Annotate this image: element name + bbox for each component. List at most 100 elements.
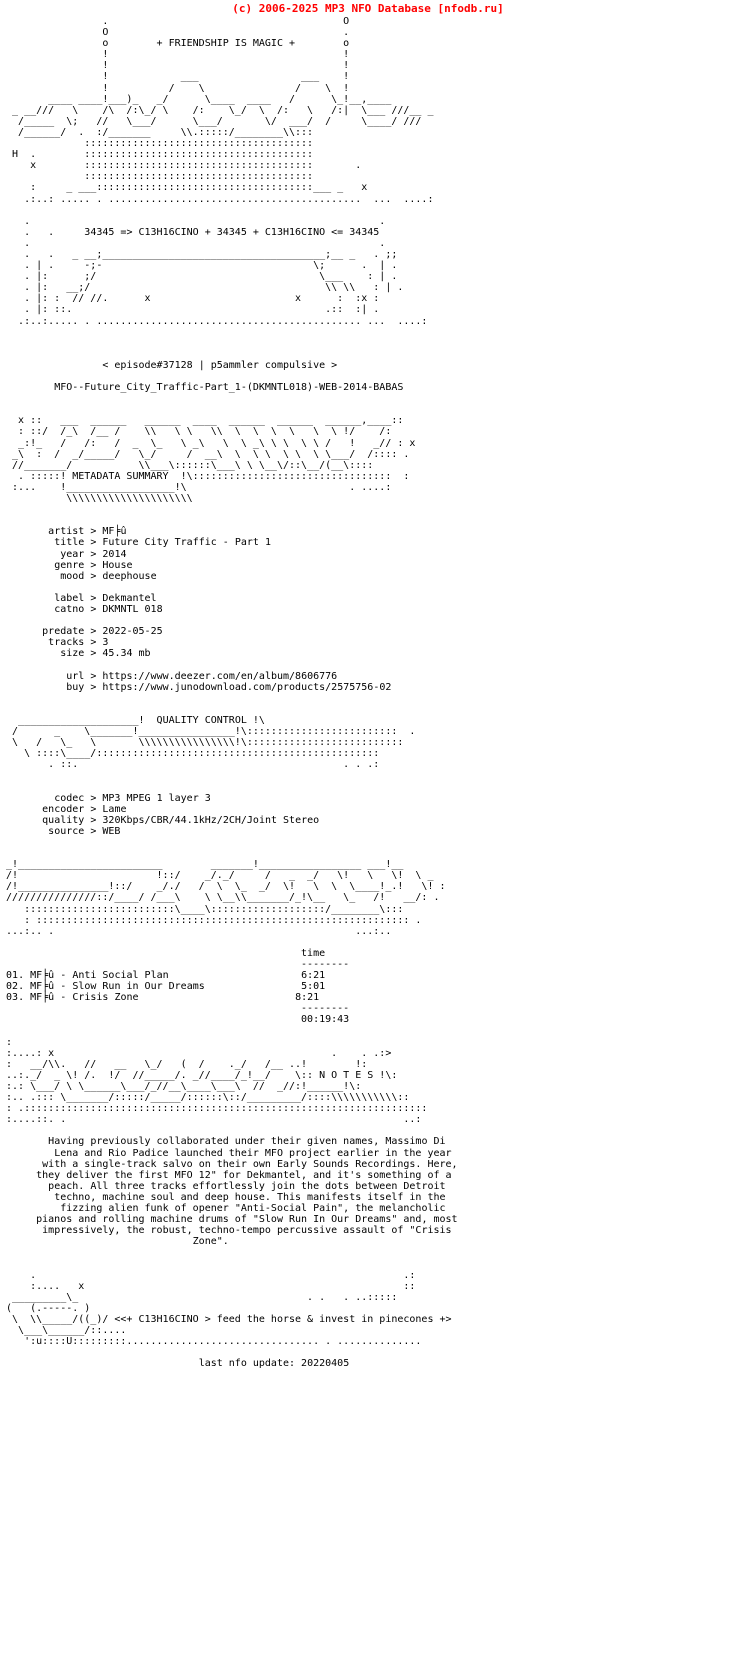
- ascii-tracks-banner-art: _!________________________ _______!_____…: [6, 859, 446, 937]
- meta-value-title: Future City Traffic - Part 1: [102, 537, 271, 549]
- quality-label-quality: quality: [42, 814, 85, 826]
- ascii-metadata-banner-art: x :: ___ ______ ______ ____ ______ _____…: [12, 415, 416, 482]
- notes-line: Having previously collaborated under the…: [48, 1136, 446, 1148]
- quality-value-codec: MP3 MPEG 1 layer 3: [102, 792, 211, 804]
- meta-sep: >: [90, 825, 97, 837]
- meta-label-mood: mood: [60, 570, 85, 582]
- track-dash: -: [60, 992, 67, 1004]
- track-dash: -: [60, 970, 67, 982]
- meta-label-predate: predate: [42, 626, 85, 638]
- notes-line: peach. All three tracks effortlessly joi…: [48, 1180, 446, 1192]
- footer-slogan: <<+ C13H16CINO > feed the horse & invest…: [114, 1313, 452, 1325]
- meta-value-buy[interactable]: https://www.junodownload.com/products/25…: [102, 681, 392, 693]
- track-num: 01.: [6, 970, 25, 982]
- meta-sep: >: [90, 670, 97, 682]
- notes-line: impressively, the robust, techno-tempo p…: [42, 1225, 452, 1237]
- meta-value-catno: DKMNTL 018: [102, 603, 163, 615]
- meta-value-genre: House: [102, 559, 133, 571]
- nfo-page: (c) 2006-2025 MP3 NFO Database [nfodb.ru…: [0, 2, 736, 1381]
- track-dash: -: [60, 981, 67, 993]
- meta-sep: >: [90, 626, 97, 638]
- meta-sep: >: [90, 559, 97, 571]
- meta-value-tracks: 3: [102, 637, 109, 649]
- notes-line: Lena and Rio Padice launched their MFO p…: [54, 1147, 452, 1159]
- meta-sep: >: [90, 537, 97, 549]
- track-time: 6:21: [301, 970, 326, 982]
- meta-value-year: 2014: [102, 548, 127, 560]
- notes-line: with a single-track salvo on their own E…: [42, 1158, 458, 1170]
- footer-update-value: 20220405: [301, 1358, 350, 1370]
- ascii-formula-band: . . . .: [24, 215, 386, 238]
- meta-sep: >: [90, 570, 97, 582]
- meta-label-year: year: [60, 548, 85, 560]
- meta-sep: >: [90, 792, 97, 804]
- meta-label-title: title: [54, 537, 85, 549]
- meta-label-genre: genre: [54, 559, 85, 571]
- quality-label-source: source: [48, 825, 85, 837]
- ascii-header-art: . O O . o + FRIENDSHIP IS MAGIC + o !: [12, 16, 434, 205]
- ascii-quality-banner-art-2: !\ / _ \_______!________________!\::::::…: [12, 714, 416, 771]
- notes-line: they deliver the first MFO 12" for Dekma…: [36, 1169, 452, 1181]
- track-title: Slow Run in Our Dreams: [72, 981, 205, 993]
- notes-line: pianos and rolling machine drums of "Slo…: [36, 1214, 458, 1226]
- bottom-spacer: [0, 1369, 736, 1381]
- meta-sep: >: [90, 803, 97, 815]
- track-time: 8:21: [295, 992, 320, 1004]
- track-title: Anti Social Plan: [72, 970, 169, 982]
- nfo-body: . O O . o + FRIENDSHIP IS MAGIC + o !: [0, 16, 458, 1370]
- episode-line: < episode#37128 | p5ammler compulsive >: [102, 359, 338, 371]
- notes-line: fizzing alien funk of opener "Anti-Socia…: [60, 1203, 446, 1215]
- ascii-quality-banner-art: ____________________!: [0, 714, 157, 726]
- meta-label-artist: artist: [48, 526, 85, 538]
- tracks-total-time: 00:19:43: [301, 1014, 350, 1026]
- site-copyright: (c) 2006-2025 MP3 NFO Database [nfodb.ru…: [232, 2, 504, 15]
- ascii-footer-art-2: \___\______/::.... ':u::::U:::::::::....…: [18, 1325, 422, 1348]
- quality-label-codec: codec: [54, 792, 85, 804]
- ascii-footer-art: . .: :.... x :: _________\_ . . . ..::::: [6, 1269, 416, 1325]
- track-artist: MF╞û: [30, 970, 55, 982]
- notes-line: Zone".: [192, 1236, 229, 1248]
- track-row: 01. MF╞û - Anti Social Plan: [6, 970, 169, 981]
- track-row: 03. MF╞û - Crisis Zone: [6, 992, 139, 1003]
- meta-sep: >: [90, 526, 97, 538]
- meta-value-url[interactable]: https://www.deezer.com/en/album/8606776: [102, 670, 338, 682]
- meta-sep: >: [90, 681, 97, 693]
- release-name: MFO--Future_City_Traffic-Part_1-(DKMNTL0…: [54, 382, 404, 394]
- formula-line: 34345 => C13H16CINO + 34345 + C13H16CINO…: [84, 226, 380, 238]
- tracks-time-header: time: [301, 947, 326, 959]
- ascii-formula-band-2: . . . . _ __;___________________________…: [18, 237, 428, 327]
- ascii-notes-banner-art: : :....: x . . .:> : __/\\. // __ \_/ ( …: [6, 1036, 392, 1081]
- meta-label-tracks: tracks: [48, 637, 85, 649]
- meta-sep: >: [90, 592, 97, 604]
- meta-value-predate: 2022-05-25: [102, 626, 163, 638]
- meta-sep: >: [90, 637, 97, 649]
- meta-sep: >: [90, 648, 97, 660]
- quality-banner-label: QUALITY CONTROL: [156, 714, 247, 726]
- track-num: 02.: [6, 981, 25, 993]
- quality-value-quality: 320Kbps/CBR/44.1kHz/2CH/Joint Stereo: [102, 814, 320, 826]
- meta-label-label: label: [54, 592, 85, 604]
- notes-line: techno, machine soul and deep house. Thi…: [54, 1191, 446, 1203]
- track-num: 03.: [6, 992, 25, 1004]
- quality-value-source: WEB: [102, 825, 121, 837]
- footer-update-label: last nfo update:: [198, 1358, 296, 1370]
- quality-value-encoder: Lame: [102, 803, 127, 815]
- track-title: Crisis Zone: [72, 992, 139, 1004]
- meta-value-label: Dekmantel: [102, 592, 157, 604]
- track-artist: MF╞û: [30, 992, 55, 1004]
- meta-sep: >: [90, 548, 97, 560]
- meta-label-url: url: [66, 670, 85, 682]
- quality-label-encoder: encoder: [42, 803, 85, 815]
- meta-value-artist: MF╞û: [102, 526, 127, 538]
- meta-label-catno: catno: [54, 603, 85, 615]
- track-artist: MF╞û: [30, 981, 55, 993]
- ascii-metadata-banner-art-2: !\::::::::::::::::::::::::::::::::: : :.…: [12, 470, 410, 505]
- meta-sep: >: [90, 814, 97, 826]
- meta-sep: >: [90, 603, 97, 615]
- meta-label-size: size: [60, 648, 85, 660]
- ascii-notes-banner-art-2: !\: :.: \___/ \ \______\___/_//__\____\_…: [6, 1069, 428, 1126]
- track-row: 02. MF╞û - Slow Run in Our Dreams: [6, 981, 205, 992]
- meta-label-buy: buy: [66, 681, 85, 693]
- notes-banner-label: N O T E S: [319, 1069, 374, 1081]
- track-time: 5:01: [301, 981, 326, 993]
